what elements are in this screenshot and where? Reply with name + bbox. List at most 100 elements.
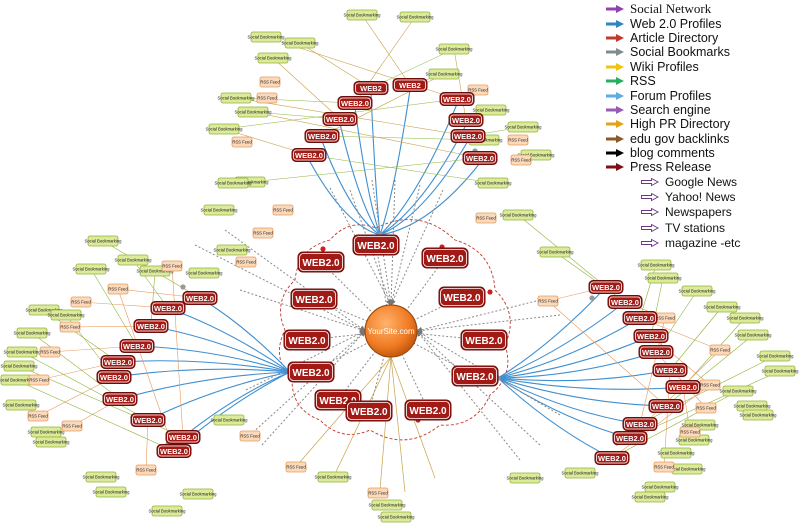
sublegend-item: Google News bbox=[641, 174, 791, 189]
web2-node: WEB2.0 bbox=[633, 329, 669, 343]
connection-line bbox=[249, 157, 481, 183]
web2-node: WEB2.0 bbox=[594, 451, 630, 465]
social-bookmarking-label: Social Bookmarking bbox=[200, 208, 238, 213]
outline-arrow-icon bbox=[641, 221, 659, 235]
web2-label: WEB2.0 bbox=[302, 258, 340, 269]
web2-node: WEB2.0 bbox=[345, 400, 393, 422]
web2-label: WEB2.0 bbox=[456, 372, 494, 383]
social-bookmarking-node: Social Bookmarking bbox=[114, 254, 152, 266]
web2-node: WEB2.0 bbox=[297, 251, 345, 273]
web2-label: WEB2.0 bbox=[106, 395, 134, 404]
web2-label: WEB2.0 bbox=[656, 366, 684, 375]
web2-node: WEB2.0 bbox=[156, 444, 192, 458]
sublegend-label: TV stations bbox=[665, 220, 726, 235]
rss-feed-node: RSS Feed bbox=[256, 92, 278, 104]
sublegend-label: Yahoo! News bbox=[665, 190, 736, 205]
web2-node: WEB2.0 bbox=[438, 286, 486, 308]
social-bookmarking-node: Social Bookmarking bbox=[343, 9, 381, 21]
rss-feed-node: RSS Feed bbox=[709, 344, 731, 356]
social-bookmarking-label: Social Bookmarking bbox=[27, 430, 65, 435]
web2-node: WEB2.0 bbox=[287, 361, 335, 383]
social-bookmarking-label: Social Bookmarking bbox=[82, 475, 120, 480]
social-bookmarking-node: Social Bookmarking bbox=[179, 488, 217, 500]
social-bookmarking-node: Social Bookmarking bbox=[314, 471, 352, 483]
arrow-icon bbox=[606, 31, 624, 45]
social-bookmarking-label: Social Bookmarking bbox=[675, 438, 713, 443]
rss-feed-label: RSS Feed bbox=[538, 299, 558, 304]
social-bookmarking-label: Social Bookmarking bbox=[234, 110, 272, 115]
web2-node: WEB2 bbox=[353, 81, 389, 95]
social-bookmarking-node: Social Bookmarking bbox=[47, 309, 85, 321]
rss-feed-label: RSS Feed bbox=[108, 287, 128, 292]
arrow-icon bbox=[606, 89, 624, 103]
web2-label: WEB2.0 bbox=[626, 420, 654, 429]
social-bookmarking-node: Social Bookmarking bbox=[214, 177, 252, 189]
connection-line bbox=[145, 419, 149, 471]
rss-feed-label: RSS Feed bbox=[696, 406, 716, 411]
rss-feed-node: RSS Feed bbox=[475, 212, 497, 224]
rss-feed-node: RSS Feed bbox=[272, 204, 294, 216]
social-bookmarking-node: Social Bookmarking bbox=[631, 491, 669, 503]
social-bookmarking-node: Social Bookmarking bbox=[756, 350, 794, 362]
web2-node: WEB2.0 bbox=[119, 339, 155, 353]
rss-feed-node: RSS Feed bbox=[695, 402, 717, 414]
social-bookmarking-label: Social Bookmarking bbox=[504, 125, 542, 130]
social-bookmarking-label: Social Bookmarking bbox=[425, 72, 463, 77]
connection-line bbox=[379, 89, 411, 236]
social-bookmarking-label: Social Bookmarking bbox=[703, 305, 741, 310]
social-bookmarking-node: Social Bookmarking bbox=[185, 267, 223, 279]
rss-feed-node: RSS Feed bbox=[231, 136, 253, 148]
rss-feed-label: RSS Feed bbox=[236, 260, 256, 265]
social-bookmarking-label: Social Bookmarking bbox=[13, 331, 51, 336]
social-bookmarking-label: Social Bookmarking bbox=[114, 258, 152, 263]
web2-node: WEB2.0 bbox=[665, 380, 701, 394]
legend-label: edu gov backlinks bbox=[630, 131, 730, 146]
web2-label: WEB2.0 bbox=[642, 348, 670, 357]
rss-feed-node: RSS Feed bbox=[135, 464, 157, 476]
rss-feed-node: RSS Feed bbox=[61, 420, 83, 432]
rss-feed-node: RSS Feed bbox=[367, 487, 389, 499]
rss-feed-node: RSS Feed bbox=[653, 461, 675, 473]
web2-node: WEB2.0 bbox=[451, 365, 499, 387]
web2-label: WEB2.0 bbox=[669, 383, 697, 392]
social-bookmarking-label: Social Bookmarking bbox=[506, 476, 544, 481]
sublegend-item: TV stations bbox=[641, 220, 791, 235]
web2-label: WEB2.0 bbox=[186, 294, 214, 303]
connection-line bbox=[252, 111, 481, 159]
outline-arrow-icon bbox=[641, 190, 659, 204]
connection-line bbox=[665, 334, 754, 407]
rss-feed-node: RSS Feed bbox=[252, 227, 274, 239]
rss-feed-label: RSS Feed bbox=[468, 88, 488, 93]
legend-label: Article Directory bbox=[630, 30, 719, 45]
legend-label: Wiki Profiles bbox=[630, 59, 699, 74]
rss-feed-label: RSS Feed bbox=[508, 138, 528, 143]
web2-node: WEB2.0 bbox=[652, 363, 688, 377]
rss-feed-label: RSS Feed bbox=[232, 140, 252, 145]
social-bookmarking-label: Social Bookmarking bbox=[681, 423, 719, 428]
arrow-icon bbox=[606, 1, 624, 17]
web2-node: WEB2.0 bbox=[448, 113, 484, 127]
rss-feed-label: RSS Feed bbox=[136, 468, 156, 473]
connection-line bbox=[370, 92, 381, 236]
arrow-icon bbox=[606, 74, 624, 88]
connection-line bbox=[390, 356, 406, 493]
outline-arrow-icon bbox=[641, 205, 659, 219]
social-bookmarking-label: Social Bookmarking bbox=[210, 418, 248, 423]
connection-line bbox=[31, 332, 121, 400]
connection-line bbox=[416, 330, 521, 461]
social-bookmarking-label: Social Bookmarking bbox=[517, 153, 555, 158]
rss-feed-label: RSS Feed bbox=[680, 430, 700, 435]
web2-label: WEB2.0 bbox=[454, 132, 482, 141]
social-bookmarking-label: Social Bookmarking bbox=[756, 354, 794, 359]
web2-label: WEB2.0 bbox=[611, 298, 639, 307]
connection-line bbox=[239, 289, 366, 333]
rss-feed-node: RSS Feed bbox=[27, 410, 49, 422]
web2-node: WEB2.0 bbox=[588, 280, 624, 294]
rss-feed-label: RSS Feed bbox=[654, 465, 674, 470]
arrow-icon bbox=[606, 146, 624, 160]
web2-label: WEB2.0 bbox=[443, 95, 471, 104]
web2-node: WEB2.0 bbox=[648, 399, 684, 413]
connection-line bbox=[379, 103, 458, 236]
rss-feed-label: RSS Feed bbox=[29, 378, 49, 383]
